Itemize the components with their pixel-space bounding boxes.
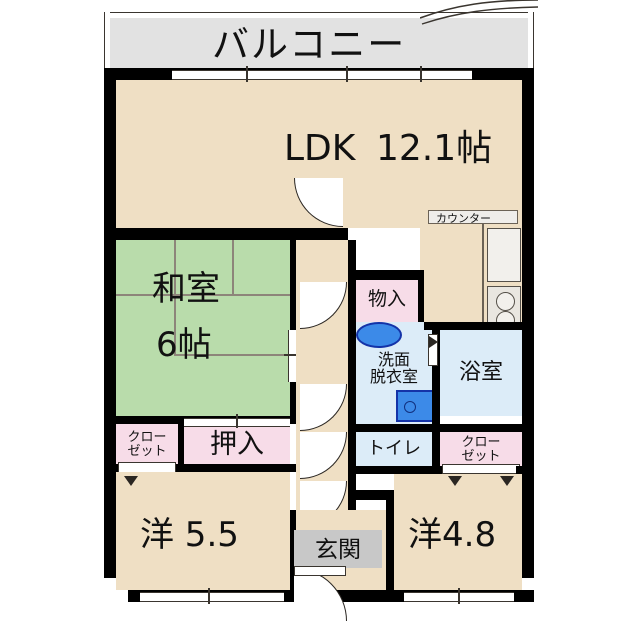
wall-washitsu-top bbox=[116, 228, 296, 240]
washer-knob bbox=[404, 401, 416, 413]
wall-hall-right bbox=[348, 240, 356, 510]
bath-vent-icon bbox=[429, 336, 438, 348]
room-yokushitsu bbox=[440, 330, 522, 416]
closet-right-line2: ゼット bbox=[461, 449, 501, 465]
wall-closet-bottom bbox=[116, 464, 296, 472]
room-closet-left bbox=[116, 424, 178, 464]
wall-washitsu-right bbox=[290, 240, 296, 280]
kitchen-counter-edge bbox=[482, 224, 484, 336]
wall-monoire-right bbox=[418, 270, 424, 322]
wall-toilet-right bbox=[432, 432, 440, 466]
balcony-outline-left bbox=[104, 12, 110, 74]
tatami-seam-4 bbox=[174, 354, 290, 356]
label-ldk-size: 12.1帖 bbox=[376, 128, 493, 169]
window-sash-1 bbox=[246, 66, 248, 82]
label-closet-right: クロー ゼット bbox=[440, 435, 522, 465]
tatami-seam-1 bbox=[174, 240, 176, 296]
wall-toilet-top bbox=[348, 424, 534, 432]
closet-right-door-arrow-1 bbox=[448, 476, 462, 486]
room-toilet bbox=[356, 432, 432, 466]
yoshitsu-a-window-sash bbox=[208, 588, 210, 604]
wall-genkan-right bbox=[386, 490, 394, 602]
wall-bath-left bbox=[432, 322, 440, 424]
room-yoshitsu-b bbox=[394, 474, 522, 590]
closet-right-door-arrow-2 bbox=[500, 476, 514, 486]
tatami-seam-5 bbox=[232, 240, 234, 296]
label-washitsu-size: 6帖 bbox=[156, 325, 212, 365]
room-balcony bbox=[110, 18, 528, 68]
wall-monoire-top bbox=[348, 270, 424, 280]
room-genkan bbox=[294, 530, 382, 568]
wash-basin-icon bbox=[356, 322, 402, 348]
stove-burner-1 bbox=[496, 292, 515, 311]
label-monoire: 物入 bbox=[367, 288, 406, 310]
kitchen-sink bbox=[487, 228, 521, 282]
closet-left-line1: クロー bbox=[127, 430, 167, 445]
closet-left-line2: ゼット bbox=[127, 444, 167, 460]
oshiire-sash bbox=[236, 414, 238, 428]
label-ldk-name: LDK bbox=[284, 128, 356, 169]
washing-machine-icon bbox=[396, 390, 434, 422]
room-closet-right bbox=[440, 432, 522, 466]
label-balcony: バルコニー bbox=[212, 23, 407, 66]
counter-bar bbox=[428, 210, 518, 224]
closet-right-line1: クロー bbox=[461, 435, 501, 450]
yoshitsu-a-window[interactable] bbox=[140, 592, 284, 602]
wall-genkan-top bbox=[348, 490, 394, 500]
senmen-line2: 脱衣室 bbox=[369, 366, 418, 386]
wall-hall-left-upper bbox=[290, 280, 296, 330]
label-closet-left: クロー ゼット bbox=[116, 430, 178, 460]
wall-nub-right-mid bbox=[516, 466, 534, 474]
label-oshiire: 押入 bbox=[210, 429, 264, 460]
balcony-corner-curve bbox=[420, 0, 539, 25]
room-oshiire bbox=[184, 424, 290, 464]
senmen-line1: 洗面 bbox=[377, 350, 410, 369]
closet-right-door-panel[interactable] bbox=[442, 464, 520, 474]
balcony-outline-top bbox=[104, 12, 534, 18]
wall-hall-top-left bbox=[290, 228, 348, 240]
window-sash-2 bbox=[346, 66, 348, 82]
yoshitsu-b-window-sash bbox=[458, 588, 460, 604]
wall-toilet-bottom bbox=[348, 466, 534, 474]
wall-bath-top bbox=[424, 322, 522, 330]
entrance-door-panel[interactable] bbox=[294, 566, 346, 576]
room-yoshitsu-a bbox=[116, 472, 290, 590]
wall-hall-left-lower bbox=[290, 382, 296, 418]
label-yokushitsu: 浴室 bbox=[458, 360, 503, 385]
wall-genkan-left bbox=[290, 510, 296, 602]
label-washitsu-name: 和室 bbox=[152, 269, 220, 309]
tatami-seam-3 bbox=[174, 294, 176, 356]
label-yoshitsu-a: 洋 5.5 bbox=[140, 515, 239, 555]
fusuma-sash bbox=[284, 354, 300, 356]
label-senmen: 洗面 脱衣室 bbox=[350, 350, 438, 386]
balcony-sliding-window[interactable] bbox=[172, 70, 472, 80]
label-yoshitsu-b: 洋4.8 bbox=[408, 515, 497, 555]
label-counter: カウンター bbox=[436, 212, 491, 225]
closet-left-door-arrow bbox=[124, 476, 138, 486]
room-washitsu bbox=[116, 240, 290, 416]
room-monoire bbox=[356, 280, 418, 322]
window-sash-3 bbox=[420, 66, 422, 82]
wall-right bbox=[522, 68, 534, 578]
label-toilet: トイレ bbox=[367, 438, 421, 459]
wall-between-closets bbox=[178, 424, 184, 464]
label-genkan: 玄関 bbox=[315, 537, 361, 563]
balcony-outline-right bbox=[528, 12, 534, 74]
wall-left bbox=[104, 68, 116, 578]
wall-nub-left-mid bbox=[104, 416, 116, 424]
tatami-seam-2 bbox=[116, 294, 290, 296]
bath-door-panel[interactable] bbox=[428, 334, 438, 366]
